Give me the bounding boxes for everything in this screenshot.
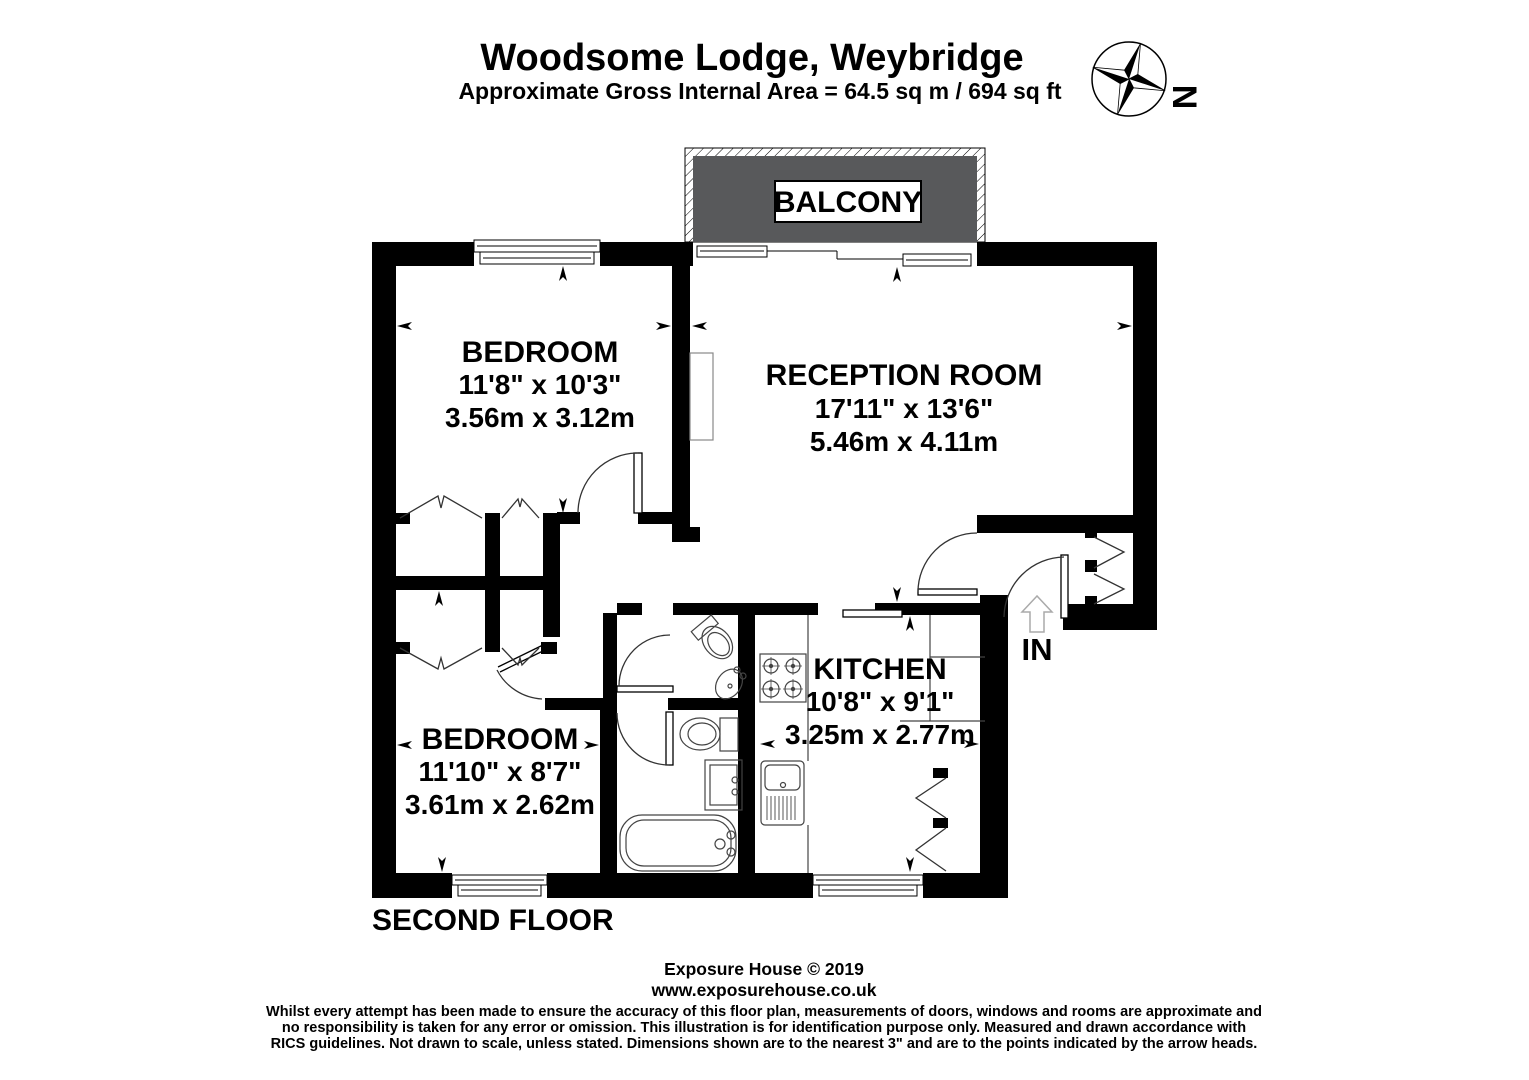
bedroom2-door xyxy=(496,643,548,700)
room-dims-imperial: 11'8" x 10'3" xyxy=(459,369,622,400)
room-label-bedroom2: BEDROOM 11'10" x 8'7" 3.61m x 2.62m xyxy=(405,723,595,820)
header: Woodsome Lodge, Weybridge Approximate Gr… xyxy=(458,37,1061,104)
footer-disclaimer-line1: Whilst every attempt has been made to en… xyxy=(266,1004,1262,1020)
floor-label: SECOND FLOOR xyxy=(372,904,614,937)
bathroom-door xyxy=(616,711,674,766)
room-dims-imperial: 11'10" x 8'7" xyxy=(419,756,582,787)
page-title: Woodsome Lodge, Weybridge xyxy=(480,37,1023,79)
kitchen-hob xyxy=(759,653,807,703)
reception-radiator xyxy=(689,352,714,441)
reception-door xyxy=(917,532,978,596)
wardrobes xyxy=(399,495,1126,872)
bedroom1-wardrobe-doors xyxy=(399,495,483,519)
room-label-reception: RECEPTION ROOM 17'11" x 13'6" 5.46m x 4.… xyxy=(766,359,1043,457)
hall-closet-doors xyxy=(1093,573,1126,605)
wc-basin xyxy=(714,666,747,700)
entrance-arrow-icon xyxy=(1020,594,1054,633)
kitchen-cupboard-doors xyxy=(914,827,947,872)
compass-icon: N xyxy=(1091,41,1203,117)
footer-disclaimer-line3: RICS guidelines. Not drawn to scale, unl… xyxy=(271,1036,1258,1052)
footer-company: Exposure House © 2019 xyxy=(664,959,864,979)
room-label-bedroom1: BEDROOM 11'8" x 10'3" 3.56m x 3.12m xyxy=(445,336,635,433)
bedroom2-window xyxy=(451,874,548,897)
kitchen-sink xyxy=(760,760,805,826)
balcony-label: BALCONY xyxy=(774,186,922,219)
bedroom1-wardrobe-doors xyxy=(501,497,540,519)
fixtures xyxy=(619,352,985,873)
room-name: BEDROOM xyxy=(422,723,579,756)
bathtub xyxy=(619,814,737,872)
footer-website: www.exposurehouse.co.uk xyxy=(651,980,877,1000)
room-dims-metric: 3.56m x 3.12m xyxy=(445,402,635,433)
room-labels: BEDROOM 11'8" x 10'3" 3.56m x 3.12m RECE… xyxy=(372,336,1053,937)
dimension-arrows xyxy=(397,266,1132,872)
balcony: BALCONY xyxy=(684,147,986,243)
kitchen-window xyxy=(812,874,924,897)
room-dims-imperial: 10'8" x 9'1" xyxy=(806,686,955,717)
kitchen-door xyxy=(842,609,903,618)
entrance-label: IN xyxy=(1022,632,1053,667)
walls xyxy=(372,242,1157,898)
room-name: BEDROOM xyxy=(462,336,619,369)
entrance-door xyxy=(1003,554,1069,619)
room-dims-metric: 5.46m x 4.11m xyxy=(810,426,998,457)
footer-disclaimer-line2: no responsibility is taken for any error… xyxy=(282,1020,1246,1036)
bathroom-basin xyxy=(704,759,743,811)
windows xyxy=(451,239,972,897)
hall-closet-doors xyxy=(1093,536,1126,569)
room-dims-metric: 3.61m x 2.62m xyxy=(405,789,595,820)
room-dims-metric: 3.25m x 2.77m xyxy=(785,719,975,750)
bedroom2-wardrobe-doors xyxy=(399,647,483,670)
room-name: RECEPTION ROOM xyxy=(766,359,1043,392)
bedroom1-door xyxy=(577,452,643,514)
room-name: KITCHEN xyxy=(813,653,946,686)
bedroom2-wardrobe-doors xyxy=(501,647,540,667)
page-subtitle: Approximate Gross Internal Area = 64.5 s… xyxy=(458,78,1061,104)
wc-toilet xyxy=(690,614,734,660)
doors xyxy=(496,452,1069,766)
compass-north-label: N xyxy=(1165,85,1203,110)
room-dims-imperial: 17'11" x 13'6" xyxy=(815,393,993,424)
balcony-doors xyxy=(696,245,972,267)
bathroom-toilet xyxy=(679,717,739,752)
footer: Exposure House © 2019 www.exposurehouse.… xyxy=(266,959,1262,1052)
bedroom1-window xyxy=(473,239,601,265)
kitchen-cupboard-doors xyxy=(914,777,947,819)
room-label-kitchen: KITCHEN 10'8" x 9'1" 3.25m x 2.77m xyxy=(785,653,975,750)
wc-door xyxy=(616,634,674,693)
